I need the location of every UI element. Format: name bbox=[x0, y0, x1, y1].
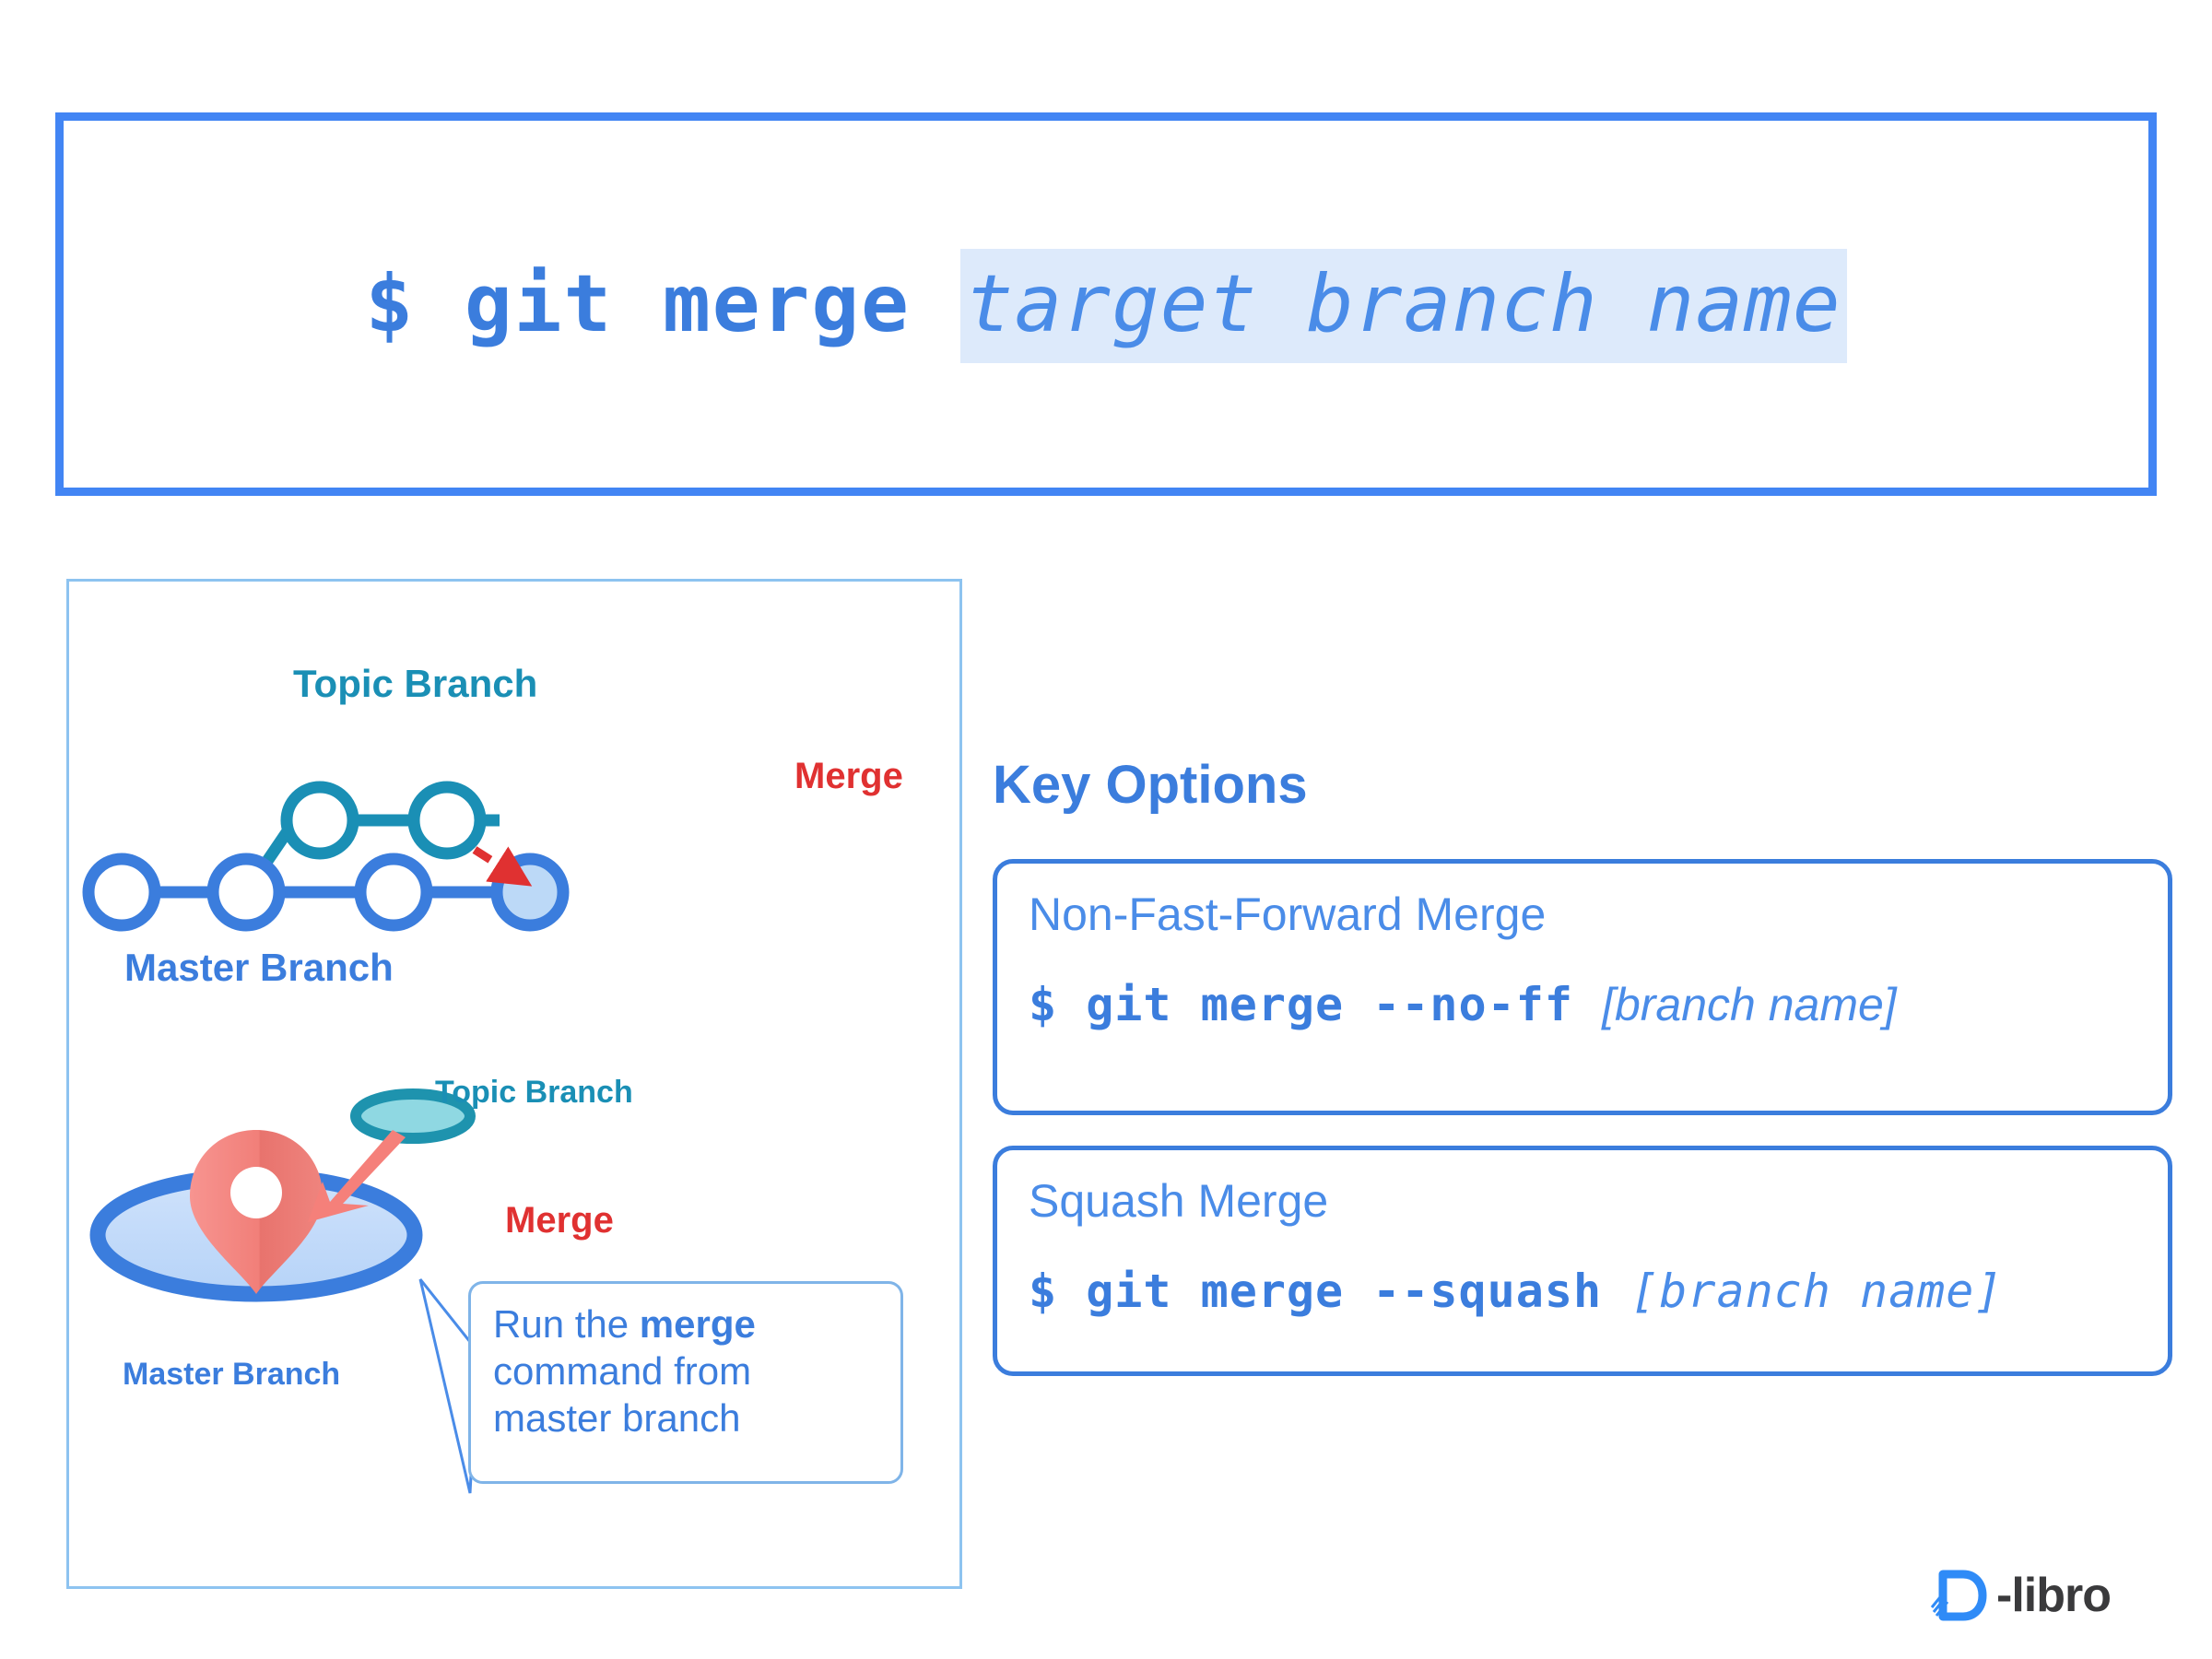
option-card-squash: Squash Merge $ git merge --squash [branc… bbox=[993, 1146, 2172, 1376]
location-pin-hole bbox=[230, 1167, 282, 1218]
topic-branch-label-top: Topic Branch bbox=[293, 662, 538, 705]
brand-logo: -libro bbox=[1930, 1567, 2112, 1624]
command-keyword: $ git merge bbox=[365, 258, 960, 350]
topic-branch-disc bbox=[350, 1088, 476, 1144]
command-banner: $ git merge target branch name bbox=[55, 112, 2157, 496]
option-command: $ git merge --no-ff [branch name] bbox=[1029, 978, 2136, 1031]
option-command: $ git merge --squash [branch name] bbox=[1029, 1265, 2136, 1318]
topic-commit-node bbox=[280, 781, 359, 860]
master-branch-label-top: Master Branch bbox=[124, 946, 394, 989]
topic-commit-node bbox=[407, 781, 487, 860]
option-command-argument: [branch name] bbox=[1602, 979, 1897, 1030]
key-options-title: Key Options bbox=[993, 755, 1308, 815]
callout-line2: command from bbox=[493, 1349, 752, 1394]
command-line: $ git merge target branch name bbox=[365, 249, 1847, 363]
d-libro-book-icon bbox=[1930, 1570, 1987, 1621]
master-commit-node bbox=[206, 853, 286, 932]
callout-line1-prefix: Run the bbox=[493, 1302, 640, 1346]
logo-text: -libro bbox=[1996, 1569, 2112, 1622]
master-branch-label-bottom: Master Branch bbox=[123, 1357, 341, 1392]
branch-graph-svg bbox=[82, 781, 570, 932]
merge-label-top: Merge bbox=[794, 756, 903, 796]
merge-label-bottom: Merge bbox=[505, 1200, 614, 1241]
master-commit-node bbox=[82, 853, 161, 932]
option-card-non-fast-forward: Non-Fast-Forward Merge $ git merge --no-… bbox=[993, 859, 2172, 1115]
command-argument-placeholder: target branch name bbox=[959, 249, 1847, 363]
callout-line3: master branch bbox=[493, 1396, 741, 1441]
merge-arrow-illustration bbox=[308, 1130, 406, 1222]
option-command-text: $ git merge --no-ff bbox=[1029, 978, 1603, 1031]
master-commit-node bbox=[354, 853, 433, 932]
topic-branch-label-bottom: Topic Branch bbox=[435, 1075, 633, 1110]
callout-line1-bold: merge bbox=[639, 1302, 756, 1346]
merge-arrow bbox=[472, 846, 533, 887]
option-command-text: $ git merge --squash bbox=[1029, 1265, 1631, 1318]
option-title: Non-Fast-Forward Merge bbox=[1029, 888, 1547, 940]
option-title: Squash Merge bbox=[1029, 1175, 1329, 1227]
option-command-argument: [branch name] bbox=[1630, 1265, 2004, 1318]
merge-illustration-svg bbox=[89, 1088, 476, 1302]
